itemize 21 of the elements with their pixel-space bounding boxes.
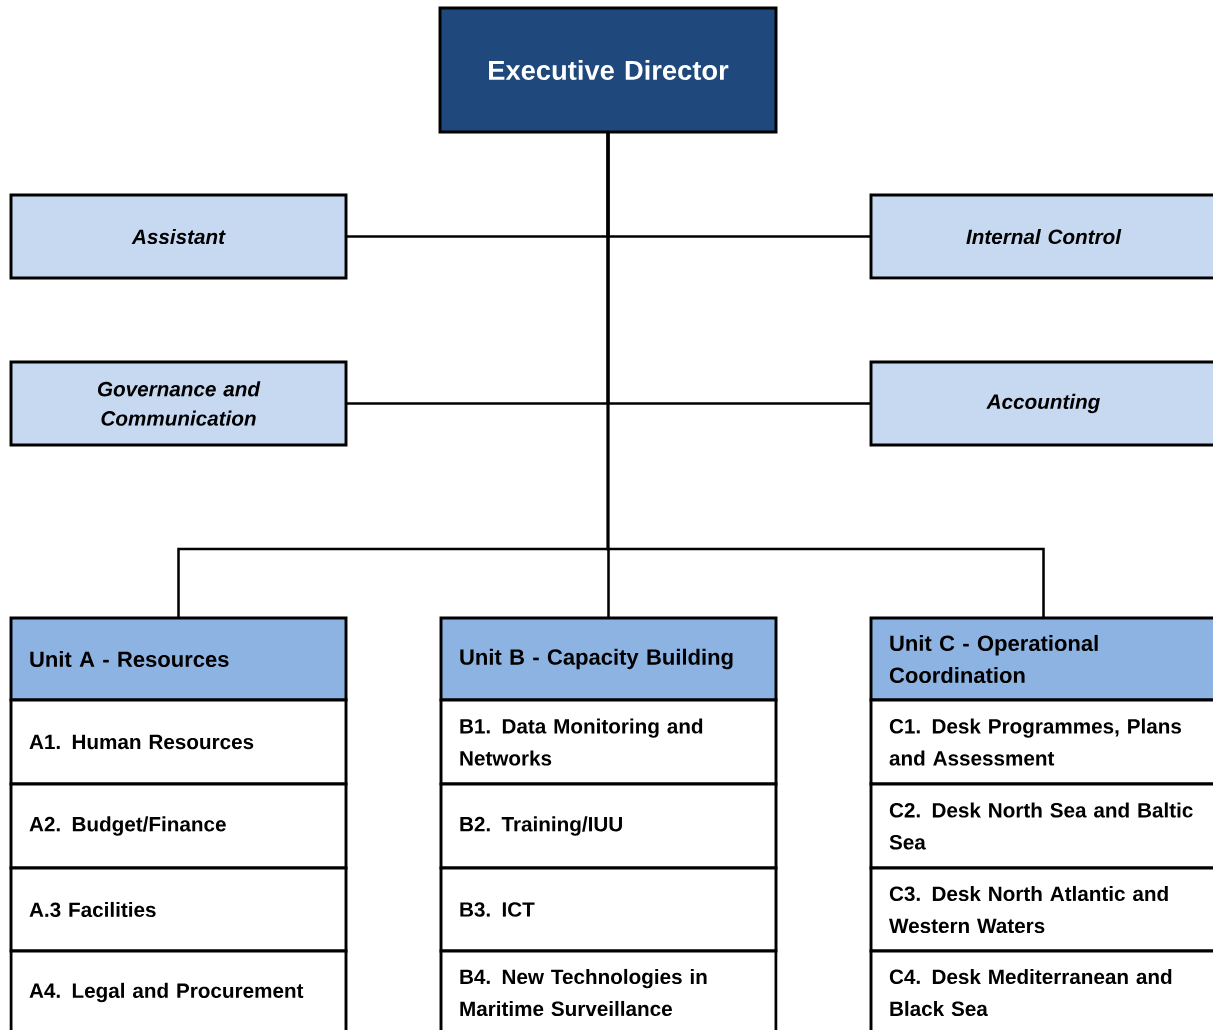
unit-item-box: B4. New Technologies in Maritime Surveillance (439, 949, 778, 1030)
unit-header-box: Unit C - Operational Coordination (869, 616, 1213, 702)
unit-item-box: C3. Desk North Atlantic and Western Waters (869, 866, 1213, 953)
staff-box: Internal Control (869, 193, 1213, 280)
unit-item-box: C2. Desk North Sea and Baltic Sea (869, 782, 1213, 870)
unit-item-box: A4. Legal and Procurement (9, 949, 348, 1030)
director-box: Executive Director (438, 6, 778, 134)
unit-item-box: A2. Budget/Finance (9, 782, 348, 870)
staff-box: Assistant (9, 193, 348, 280)
connector-line (606, 132, 1045, 618)
unit-item-box: C4. Desk Mediterranean and Black Sea (869, 949, 1213, 1030)
staff-box: Accounting (869, 360, 1213, 447)
unit-item-box: B1. Data Monitoring and Networks (439, 698, 778, 786)
staff-box: Governance and Communication (9, 360, 348, 447)
unit-item-box: A.3 Facilities (9, 866, 348, 953)
unit-header-box: Unit A - Resources (9, 616, 348, 702)
unit-item-box: B2. Training/IUU (439, 782, 778, 870)
unit-header-box: Unit B - Capacity Building (439, 616, 778, 702)
unit-item-box: A1. Human Resources (9, 698, 348, 786)
unit-item-box: B3. ICT (439, 866, 778, 953)
unit-item-box: C1. Desk Programmes, Plans and Assessment (869, 698, 1213, 786)
